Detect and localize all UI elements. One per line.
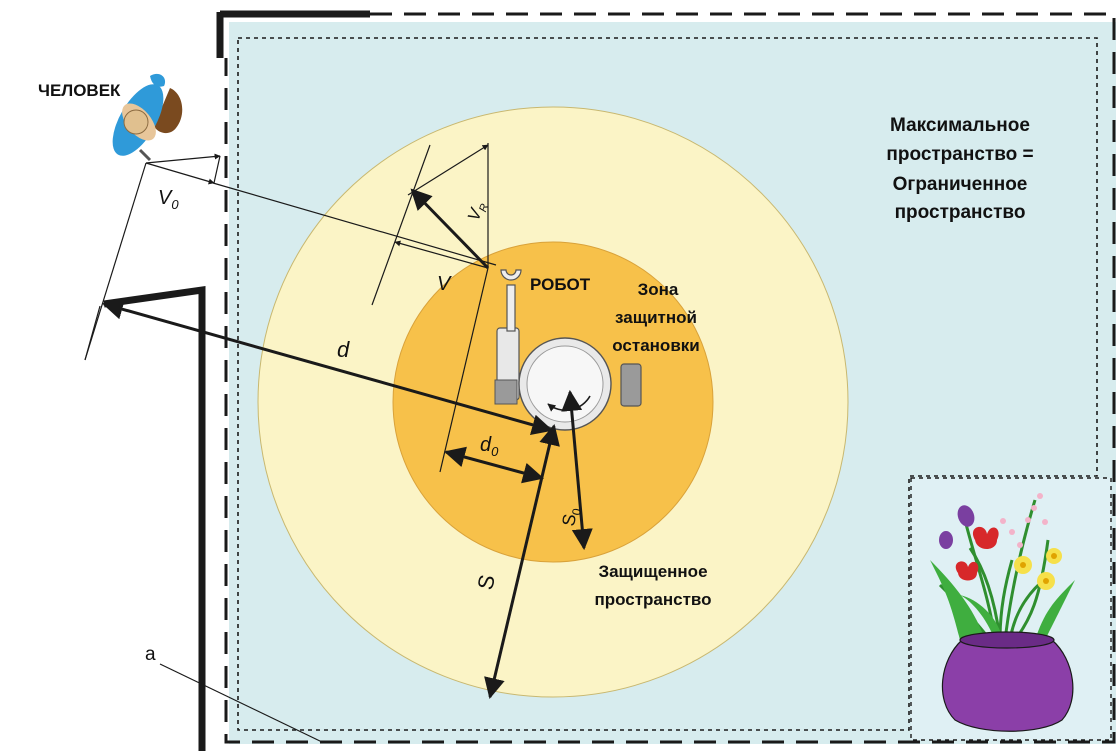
- protected-space-label-1: Защищенное: [598, 562, 707, 581]
- robot-label: РОБОТ: [530, 275, 591, 294]
- stop-zone-label-3: остановки: [612, 336, 699, 355]
- s0-arrow: [561, 389, 593, 551]
- symbol-v0: V0: [158, 187, 179, 212]
- fence-label: a: [145, 644, 156, 665]
- max-space-label-4: пространство: [895, 202, 1026, 223]
- max-space-boundary: [224, 12, 1116, 744]
- human-figure: [112, 73, 183, 162]
- human-label: ЧЕЛОВЕК: [38, 81, 121, 100]
- flower-vase-picture: [910, 477, 1112, 741]
- symbol-d0: d0: [480, 434, 499, 459]
- v-arrow: [410, 188, 490, 270]
- symbol-s: S: [472, 572, 500, 592]
- s-arrow: [484, 423, 560, 700]
- symbol-vr: VR: [464, 199, 491, 225]
- stop-zone-label-1: Зона: [638, 280, 679, 299]
- d-arrow: [101, 299, 554, 435]
- max-space-label-3: Ограниченное: [893, 174, 1028, 195]
- symbol-v: V: [437, 273, 452, 295]
- max-space-label-2: пространство =: [886, 144, 1033, 165]
- symbol-d: d: [337, 337, 350, 362]
- fence-leader-line: [159, 663, 323, 743]
- symbol-s0: S0: [558, 505, 584, 528]
- safeguard-fence: [103, 285, 206, 751]
- max-space-label-1: Максимальное: [890, 115, 1030, 136]
- protected-space-label-2: пространство: [594, 590, 711, 609]
- stop-zone-label-2: защитной: [615, 308, 697, 327]
- restricted-space-boundary: [237, 37, 1098, 731]
